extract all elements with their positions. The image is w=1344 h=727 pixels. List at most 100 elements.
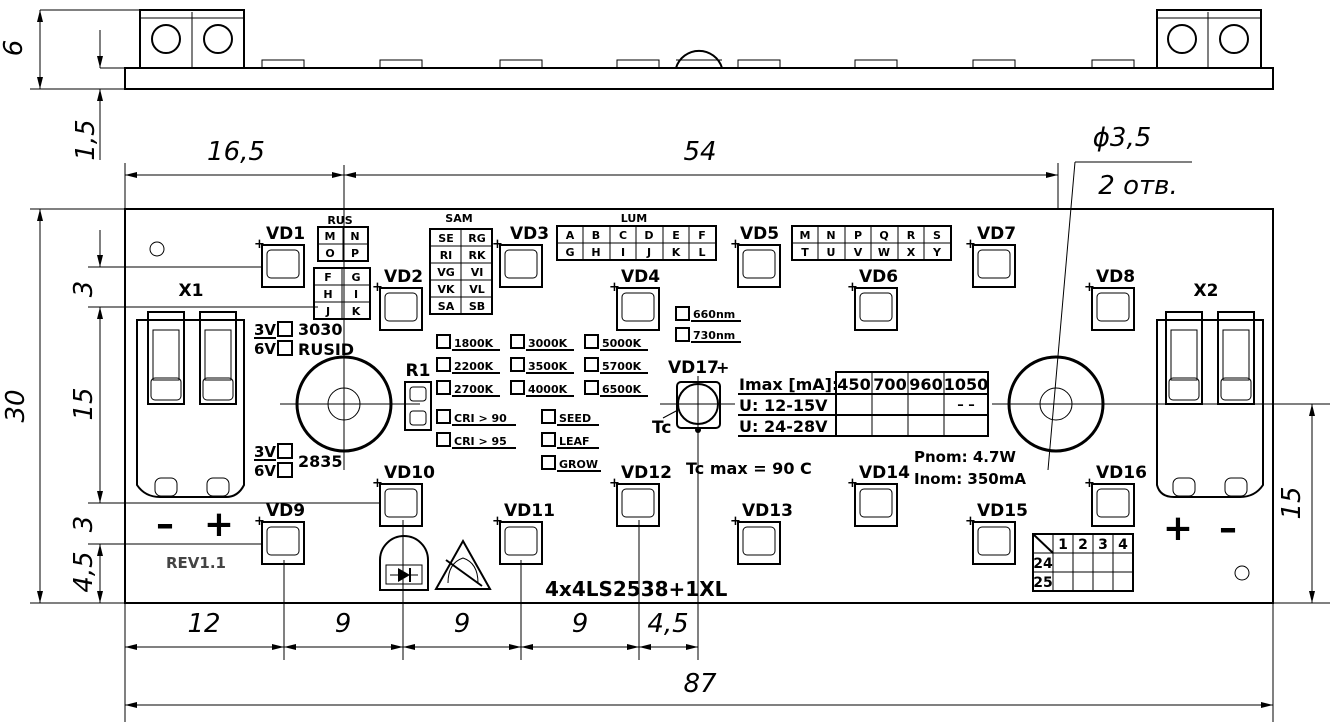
revision: REV1.1 bbox=[166, 554, 226, 572]
current-col: 960 bbox=[909, 375, 942, 394]
dim-span: 54 bbox=[683, 137, 716, 167]
dim-top-height: 6 bbox=[0, 40, 29, 57]
led-footprint: +VD15 bbox=[965, 501, 1028, 565]
led-outline bbox=[1091, 483, 1135, 527]
package-rusid: RUSID bbox=[298, 340, 354, 359]
lum-cell: B bbox=[592, 229, 600, 242]
led-footprint: +VD1 bbox=[254, 224, 305, 288]
grid-col: 3 bbox=[1098, 537, 1108, 553]
cct-option: 3000K bbox=[528, 337, 568, 350]
grid-col: 2 bbox=[1078, 537, 1088, 553]
led-footprint: +VD9 bbox=[254, 501, 305, 565]
led-outline bbox=[616, 483, 660, 527]
dim-total-width: 87 bbox=[683, 669, 717, 699]
dim-spacing-2: 9 bbox=[335, 609, 352, 639]
voltage-row-24: U: 24-28V bbox=[739, 417, 828, 436]
led-footprint: +VD14 bbox=[847, 463, 910, 527]
rus-cell: M bbox=[325, 230, 336, 243]
rus-cell: P bbox=[351, 247, 359, 260]
led-anode-mark: + bbox=[609, 280, 620, 295]
mount-hole-small-left bbox=[149, 241, 165, 257]
dim-hole-diameter: ϕ3,5 bbox=[1093, 123, 1152, 153]
board-name: 4x4LS2538+1XL bbox=[545, 577, 728, 601]
led-outline bbox=[737, 244, 781, 288]
sam-cell: RI bbox=[440, 249, 453, 262]
sam-cell: SB bbox=[469, 300, 485, 313]
sam-cell: RG bbox=[468, 232, 486, 245]
led-label: VD8 bbox=[1096, 267, 1135, 287]
rus-cell: H bbox=[323, 288, 332, 301]
cct-option: 6500K bbox=[602, 383, 642, 396]
wavelength-660: 660nm bbox=[693, 308, 735, 321]
rus-cell: F bbox=[324, 271, 332, 284]
right-cell: P bbox=[854, 229, 862, 242]
cri-options: CRI > 90 CRI > 95 bbox=[436, 409, 516, 449]
rus-cell: J bbox=[325, 305, 330, 318]
sam-cell: VK bbox=[437, 283, 455, 296]
inom: Inom: 350mA bbox=[914, 470, 1026, 488]
spectrum-leaf: LEAF bbox=[559, 435, 590, 448]
x1-minus: – bbox=[156, 504, 174, 545]
led-anode-mark: + bbox=[372, 476, 383, 491]
led-outline bbox=[261, 244, 305, 288]
sam-cell: VG bbox=[437, 266, 455, 279]
led-lens bbox=[384, 292, 418, 322]
grid-col: 1 bbox=[1058, 537, 1068, 553]
led-label: VD15 bbox=[977, 501, 1028, 521]
dim-vd-pitch-bottom: 3 bbox=[69, 516, 99, 533]
right-cell: R bbox=[907, 229, 916, 242]
package-3v-2: 3V bbox=[254, 443, 276, 461]
package-6v: 6V bbox=[254, 340, 276, 358]
right-cell: Q bbox=[879, 229, 888, 242]
led-footprint: +VD8 bbox=[1084, 267, 1135, 331]
led-anode-mark: + bbox=[730, 237, 741, 252]
cct-option: 4000K bbox=[528, 383, 568, 396]
dim-spacing-3: 9 bbox=[454, 609, 471, 639]
right-cell: T bbox=[801, 246, 809, 259]
led-outline bbox=[737, 521, 781, 565]
led-outline bbox=[854, 483, 898, 527]
rus-cell: K bbox=[352, 305, 361, 318]
rus-cell: G bbox=[351, 271, 360, 284]
led-footprint: +VD5 bbox=[730, 224, 781, 288]
led-footprint: +VD10 bbox=[372, 463, 435, 527]
led-lens bbox=[977, 526, 1011, 556]
led-lens bbox=[859, 488, 893, 518]
rus-cell: I bbox=[354, 288, 358, 301]
lum-cell: C bbox=[619, 229, 627, 242]
grid-col: 4 bbox=[1118, 537, 1128, 553]
led-label: VD1 bbox=[266, 224, 305, 244]
lum-cell: E bbox=[672, 229, 680, 242]
led-footprint: +VD12 bbox=[609, 463, 672, 527]
led-label: VD7 bbox=[977, 224, 1016, 244]
led-lens bbox=[504, 526, 538, 556]
sam-cell: SE bbox=[438, 232, 453, 245]
led-anode-mark: + bbox=[965, 237, 976, 252]
mount-hole-small-right bbox=[1234, 565, 1250, 581]
spectrum-grow: GROW bbox=[559, 458, 598, 471]
cri-90: CRI > 90 bbox=[454, 412, 507, 425]
led-lens bbox=[266, 526, 300, 556]
led-footprint: +VD3 bbox=[492, 224, 549, 288]
board-outline bbox=[124, 208, 1274, 604]
package-6v-2: 6V bbox=[254, 462, 276, 480]
cct-option: 2200K bbox=[454, 360, 494, 373]
package-options: 3V 6V 3030 RUSID 3V 6V 2835 bbox=[254, 320, 354, 480]
cct-option: 2700K bbox=[454, 383, 494, 396]
led-lens bbox=[742, 526, 776, 556]
mount-hole-left bbox=[280, 300, 420, 470]
cct-option: 5000K bbox=[602, 337, 642, 350]
right-cell: S bbox=[933, 229, 941, 242]
current-cell: – – bbox=[957, 398, 975, 413]
cct-options: 1800K 3000K 5000K 2200K 3500K 5700K 2700… bbox=[436, 334, 648, 397]
led-lens bbox=[859, 292, 893, 322]
led-label: VD13 bbox=[742, 501, 793, 521]
connector-x2-label: X2 bbox=[1194, 281, 1219, 301]
sam-table: SAM SE RG RI RK VG VI VK VL SA SB bbox=[429, 212, 493, 315]
lum-cell: D bbox=[644, 229, 653, 242]
led-anode-mark: + bbox=[1084, 476, 1095, 491]
mount-hole-right bbox=[992, 355, 1120, 453]
dim-thickness: 1,5 bbox=[71, 119, 101, 160]
lum-cell: H bbox=[591, 246, 600, 259]
led-anode-mark: + bbox=[254, 514, 265, 529]
